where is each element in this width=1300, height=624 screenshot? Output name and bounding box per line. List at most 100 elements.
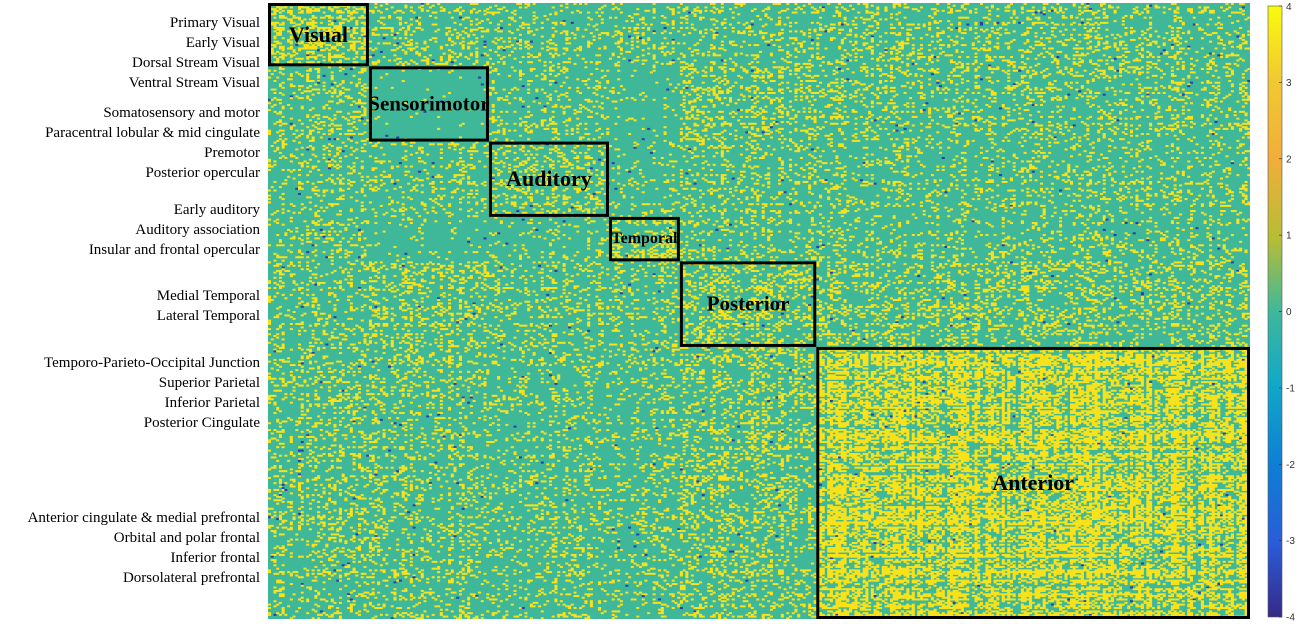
matrix-cell <box>1176 44 1180 47</box>
matrix-cell <box>366 295 370 298</box>
matrix-cell <box>281 483 285 486</box>
matrix-cell <box>281 26 285 29</box>
matrix-cell <box>374 244 378 247</box>
matrix-cell <box>906 32 910 35</box>
matrix-cell <box>306 514 310 517</box>
matrix-cell <box>778 45 782 48</box>
matrix-cell <box>783 9 787 12</box>
matrix-cell <box>1162 44 1166 47</box>
matrix-cell <box>289 509 293 512</box>
matrix-cell <box>289 107 293 110</box>
matrix-cell <box>761 37 765 40</box>
matrix-cell <box>273 316 277 319</box>
matrix-cell <box>682 9 686 12</box>
matrix-cell <box>366 483 370 486</box>
matrix-cell <box>1020 49 1024 52</box>
matrix-cell <box>289 97 293 100</box>
matrix-cell <box>300 430 304 433</box>
matrix-cell <box>404 4 408 7</box>
matrix-cell <box>993 56 997 59</box>
matrix-cell <box>641 42 645 45</box>
matrix-cell <box>1154 62 1158 65</box>
matrix-cell <box>355 612 359 615</box>
matrix-cell <box>619 47 623 50</box>
matrix-cell <box>884 49 888 52</box>
matrix-cell <box>368 437 372 440</box>
matrix-cell <box>338 42 342 45</box>
matrix-cell <box>1037 21 1041 24</box>
matrix-cell <box>352 370 356 373</box>
matrix-cell <box>333 425 337 428</box>
matrix-cell <box>336 177 340 180</box>
matrix-cell <box>374 33 378 36</box>
matrix-cell <box>360 305 364 308</box>
matrix-cell <box>322 312 326 315</box>
matrix-cell <box>614 25 618 28</box>
matrix-cell <box>393 49 397 52</box>
matrix-cell <box>311 129 315 132</box>
matrix-cell <box>949 54 953 57</box>
matrix-cell <box>317 283 321 286</box>
matrix-cell <box>1181 64 1185 67</box>
matrix-cell <box>278 518 282 521</box>
matrix-cell <box>693 49 697 52</box>
matrix-cell <box>349 343 353 346</box>
matrix-cell <box>813 11 817 14</box>
matrix-cell <box>911 37 915 40</box>
matrix-cell <box>338 160 342 163</box>
matrix-cell <box>892 57 896 60</box>
matrix-cell <box>276 32 280 35</box>
matrix-cell <box>428 6 432 9</box>
matrix-cell <box>636 37 640 40</box>
matrix-cell <box>349 302 353 305</box>
matrix-cell <box>941 32 945 35</box>
matrix-cell <box>1173 54 1177 57</box>
matrix-cell <box>268 401 272 404</box>
matrix-cell <box>415 26 419 29</box>
matrix-cell <box>330 204 334 207</box>
matrix-cell <box>1157 56 1161 59</box>
matrix-cell <box>510 11 514 14</box>
matrix-cell <box>641 33 645 36</box>
matrix-cell <box>311 281 315 284</box>
matrix-cell <box>276 292 280 295</box>
matrix-cell <box>314 37 318 40</box>
matrix-cell <box>306 225 310 228</box>
matrix-cell <box>868 18 872 21</box>
matrix-cell <box>281 420 285 423</box>
matrix-cell <box>377 61 381 64</box>
matrix-cell <box>289 543 293 546</box>
matrix-cell <box>685 26 689 29</box>
matrix-cell <box>619 49 623 52</box>
matrix-cell <box>1154 66 1158 69</box>
matrix-cell <box>816 52 820 55</box>
matrix-cell <box>289 18 293 21</box>
matrix-cell <box>360 93 364 96</box>
matrix-cell <box>647 37 651 40</box>
matrix-cell <box>963 8 967 11</box>
matrix-cell <box>930 16 934 19</box>
matrix-cell <box>336 153 340 156</box>
matrix-cell <box>374 6 378 9</box>
matrix-cell <box>919 56 923 59</box>
matrix-cell <box>319 199 323 202</box>
matrix-cell <box>1113 9 1117 12</box>
matrix-cell <box>333 429 337 432</box>
matrix-cell <box>295 52 299 55</box>
matrix-cell <box>295 429 299 432</box>
matrix-cell <box>300 435 304 438</box>
matrix-cell <box>887 59 891 62</box>
matrix-cell <box>562 47 566 50</box>
matrix-cell <box>336 61 340 64</box>
matrix-cell <box>317 523 321 526</box>
matrix-cell <box>671 9 675 12</box>
matrix-cell <box>344 145 348 148</box>
matrix-cell <box>1059 8 1063 11</box>
matrix-cell <box>330 179 334 182</box>
matrix-cell <box>352 168 356 171</box>
matrix-cell <box>723 35 727 38</box>
matrix-cell <box>527 44 531 47</box>
matrix-cell <box>499 57 503 60</box>
matrix-cell <box>780 57 784 60</box>
matrix-cell <box>328 454 332 457</box>
